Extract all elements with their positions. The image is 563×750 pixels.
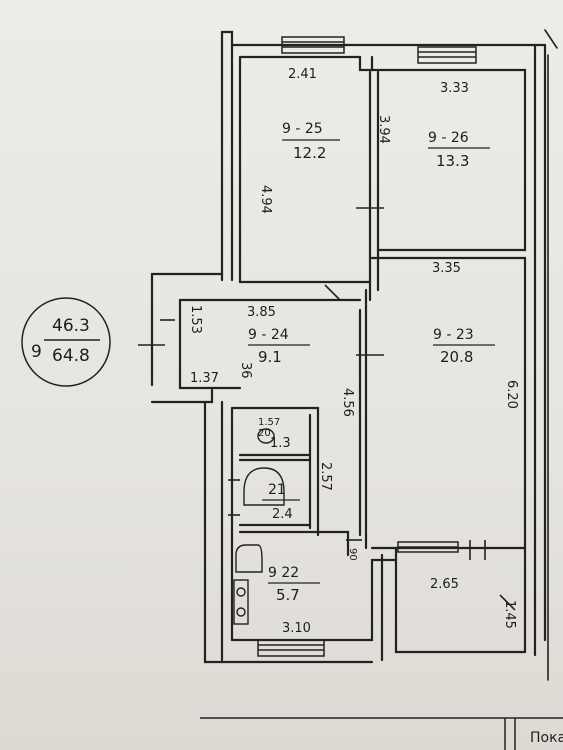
room-20-width: 1.57 (258, 417, 280, 428)
room-22-area: 5.7 (276, 586, 300, 604)
room-24-area: 9.1 (258, 348, 282, 366)
walls (150, 29, 558, 681)
room-23-depth: 6.20 (504, 380, 519, 409)
window-room-22 (257, 639, 325, 657)
fixtures (233, 428, 285, 625)
hall-diag: 36 (238, 362, 253, 379)
room-26-width: 3.33 (440, 81, 469, 96)
room-20-label: 20 (258, 428, 271, 439)
hall-depth: 4.56 (340, 388, 355, 417)
room-24-label: 9 - 24 (248, 327, 289, 343)
room-25-label: 9 - 25 (282, 121, 323, 137)
room-21-area: 2.4 (272, 507, 293, 522)
room-26-depth: 3.94 (376, 115, 391, 144)
room-23-width: 3.35 (432, 261, 461, 276)
room-21-label: 21 (268, 482, 286, 498)
summary-prefix: 9 (31, 342, 42, 362)
room-25-depth: 4.94 (258, 185, 273, 214)
room-20: 1.57 20 1.3 (258, 417, 291, 451)
balcony-width: 2.65 (430, 577, 459, 592)
room-23-area: 20.8 (440, 348, 473, 366)
room-24-depth: 1.53 (188, 305, 203, 334)
toilet-icon (257, 428, 275, 444)
room-26-area: 13.3 (436, 152, 469, 170)
room-23: 3.35 9 - 23 20.8 6.20 (432, 261, 519, 409)
room-22-width: 3.10 (282, 621, 311, 636)
room-25: 2.41 9 - 25 12.2 4.94 (258, 67, 340, 214)
footer-stamp: Пока (200, 717, 563, 750)
total-area: 64.8 (52, 346, 90, 366)
balcony-depth: 1.45 (502, 600, 517, 629)
window-room-25 (281, 36, 345, 54)
room-21: 21 2.4 2.57 (262, 462, 333, 522)
living-area: 46.3 (52, 316, 90, 336)
bathtub-icon (243, 467, 285, 506)
stove-icon (233, 579, 249, 625)
sink-icon (235, 544, 263, 573)
hall-width: 1.37 (190, 371, 219, 386)
room-22: 9 22 5.7 3.10 (268, 565, 320, 636)
footer-text: Пока (530, 730, 563, 746)
room-22-label: 9 22 (268, 565, 299, 581)
room-23-label: 9 - 23 (433, 327, 474, 343)
windows (257, 36, 477, 657)
area-summary: 9 46.3 64.8 (21, 297, 111, 387)
door-marks (138, 207, 516, 611)
room-24: 3.85 9 - 24 9.1 1.53 1.37 36 4.56 (188, 305, 355, 417)
room-24-width: 3.85 (247, 305, 276, 320)
door-small-dim: 90 (347, 548, 358, 561)
balcony: 2.65 1.45 90 (347, 548, 517, 629)
room-26-label: 9 - 26 (428, 130, 469, 146)
window-room-26 (417, 46, 477, 64)
room-25-area: 12.2 (293, 144, 326, 162)
room-21-depth: 2.57 (318, 462, 333, 491)
room-20-area: 1.3 (270, 436, 291, 451)
room-26: 3.33 9 - 26 13.3 3.94 (376, 81, 490, 170)
room-25-width: 2.41 (288, 67, 317, 82)
